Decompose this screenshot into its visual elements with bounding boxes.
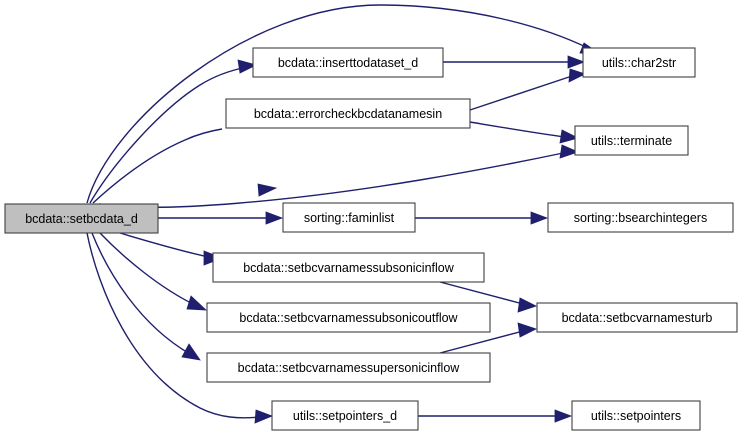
node-box[interactable] [574, 125, 689, 156]
node-label: bcdata::setbcvarnamessubsonicinflow [243, 261, 455, 275]
edge-faminlist-to-bsearchintegers [415, 211, 549, 225]
node-label: bcdata::setbcvarnamesturb [562, 311, 713, 325]
edge-line [469, 75, 573, 111]
edge-inserttodataset_d-to-char2str [443, 55, 586, 69]
node-label: bcdata::setbcdata_d [25, 212, 138, 226]
edge-line [91, 232, 191, 355]
edge-setbcdata_d-to-setbcvarnamessubsonicinflow [119, 232, 224, 266]
graph-node-setbcvarnamessupersonicinflow[interactable]: bcdata::setbcvarnamessupersonicinflow [206, 352, 491, 383]
arrowhead-icon [257, 183, 278, 197]
graph-node-char2str[interactable]: utils::char2str [582, 47, 696, 78]
arrowhead-icon [530, 211, 549, 225]
edges-layer [86, 4, 602, 424]
arrowhead-icon [517, 322, 538, 338]
node-label: bcdata::setbcvarnamessupersonicinflow [238, 361, 461, 375]
edge-setbcdata_d-to-setbcvarnamessubsonicoutflow [99, 232, 208, 311]
edge-line [86, 4, 591, 204]
arrowhead-icon [517, 297, 538, 313]
node-box[interactable] [206, 352, 491, 383]
node-box[interactable] [547, 202, 734, 233]
arrowhead-icon [265, 211, 284, 225]
edge-line [439, 329, 528, 354]
arrowhead-icon [554, 409, 573, 423]
edge-setbcdata_d-to-faminlist [158, 211, 284, 225]
node-box[interactable] [271, 400, 419, 431]
arrowhead-icon [254, 409, 274, 424]
graph-node-errorcheckbcdatanamesin[interactable]: bcdata::errorcheckbcdatanamesin [225, 98, 471, 129]
arrowhead-icon [568, 68, 587, 83]
node-label: bcdata::inserttodataset_d [278, 56, 418, 70]
nodes-layer: bcdata::setbcdata_d bcdata::inserttodatas… [4, 47, 738, 431]
edge-setbcdata_d-to-terminate [98, 144, 580, 208]
node-label: sorting::bsearchintegers [574, 211, 707, 225]
node-box[interactable] [282, 202, 416, 233]
graph-node-setpointers[interactable]: utils::setpointers [571, 400, 701, 431]
graph-node-setbcdata_d[interactable]: bcdata::setbcdata_d [4, 203, 159, 234]
edge-setbcvarnamessubsonicinflow-to-setbcvarnamesturb [439, 281, 538, 313]
graph-node-setbcvarnamessubsonicoutflow[interactable]: bcdata::setbcvarnamessubsonicoutflow [206, 302, 491, 333]
node-label: sorting::faminlist [304, 211, 395, 225]
graph-node-setbcvarnamessubsonicinflow[interactable]: bcdata::setbcvarnamessubsonicinflow [212, 252, 485, 283]
arrowhead-icon [559, 129, 580, 144]
node-box[interactable] [252, 47, 444, 78]
graph-node-setbcvarnamesturb[interactable]: bcdata::setbcvarnamesturb [536, 302, 738, 333]
graph-node-faminlist[interactable]: sorting::faminlist [282, 202, 416, 233]
edge-setbcdata_d-to-errorcheckbcdatanamesin [92, 128, 278, 204]
arrowhead-icon [237, 59, 258, 74]
edge-setbcdata_d-to-inserttodataset_d [89, 59, 258, 204]
edge-line [89, 66, 248, 204]
edge-line [119, 232, 214, 259]
graph-node-inserttodataset_d[interactable]: bcdata::inserttodataset_d [252, 47, 444, 78]
node-box[interactable] [225, 98, 471, 129]
node-box[interactable] [582, 47, 696, 78]
node-label: bcdata::setbcvarnamessubsonicoutflow [239, 311, 458, 325]
graph-node-setpointers_d[interactable]: utils::setpointers_d [271, 400, 419, 431]
edge-line [469, 121, 566, 138]
edge-setpointers_d-to-setpointers [418, 409, 573, 423]
arrowhead-icon [181, 343, 201, 361]
edge-line [86, 232, 261, 419]
edge-errorcheckbcdatanamesin-to-char2str [469, 68, 587, 111]
graph-node-terminate[interactable]: utils::terminate [574, 125, 689, 156]
edge-setbcdata_d-to-setbcvarnamessupersonicinflow [91, 232, 201, 361]
graph-node-bsearchintegers[interactable]: sorting::bsearchintegers [547, 202, 734, 233]
node-box[interactable] [571, 400, 701, 431]
arrowhead-icon [186, 295, 208, 311]
arrowhead-icon [559, 144, 580, 159]
arrowhead-icon [567, 55, 586, 69]
node-box[interactable] [4, 203, 159, 234]
edge-line [99, 232, 196, 306]
edge-line [92, 128, 223, 204]
node-box[interactable] [536, 302, 738, 333]
node-box[interactable] [206, 302, 491, 333]
node-label: utils::char2str [602, 56, 676, 70]
node-label: utils::setpointers_d [293, 409, 397, 423]
edge-errorcheckbcdatanamesin-to-terminate [469, 121, 580, 144]
node-label: utils::setpointers [591, 409, 681, 423]
edge-line [439, 281, 528, 306]
edge-line [98, 151, 569, 208]
edge-setbcvarnamessupersonicinflow-to-setbcvarnamesturb [439, 322, 538, 354]
node-label: bcdata::errorcheckbcdatanamesin [254, 107, 442, 121]
node-label: utils::terminate [591, 134, 672, 148]
edge-setbcdata_d-to-setpointers_d [86, 232, 274, 424]
node-box[interactable] [212, 252, 485, 283]
